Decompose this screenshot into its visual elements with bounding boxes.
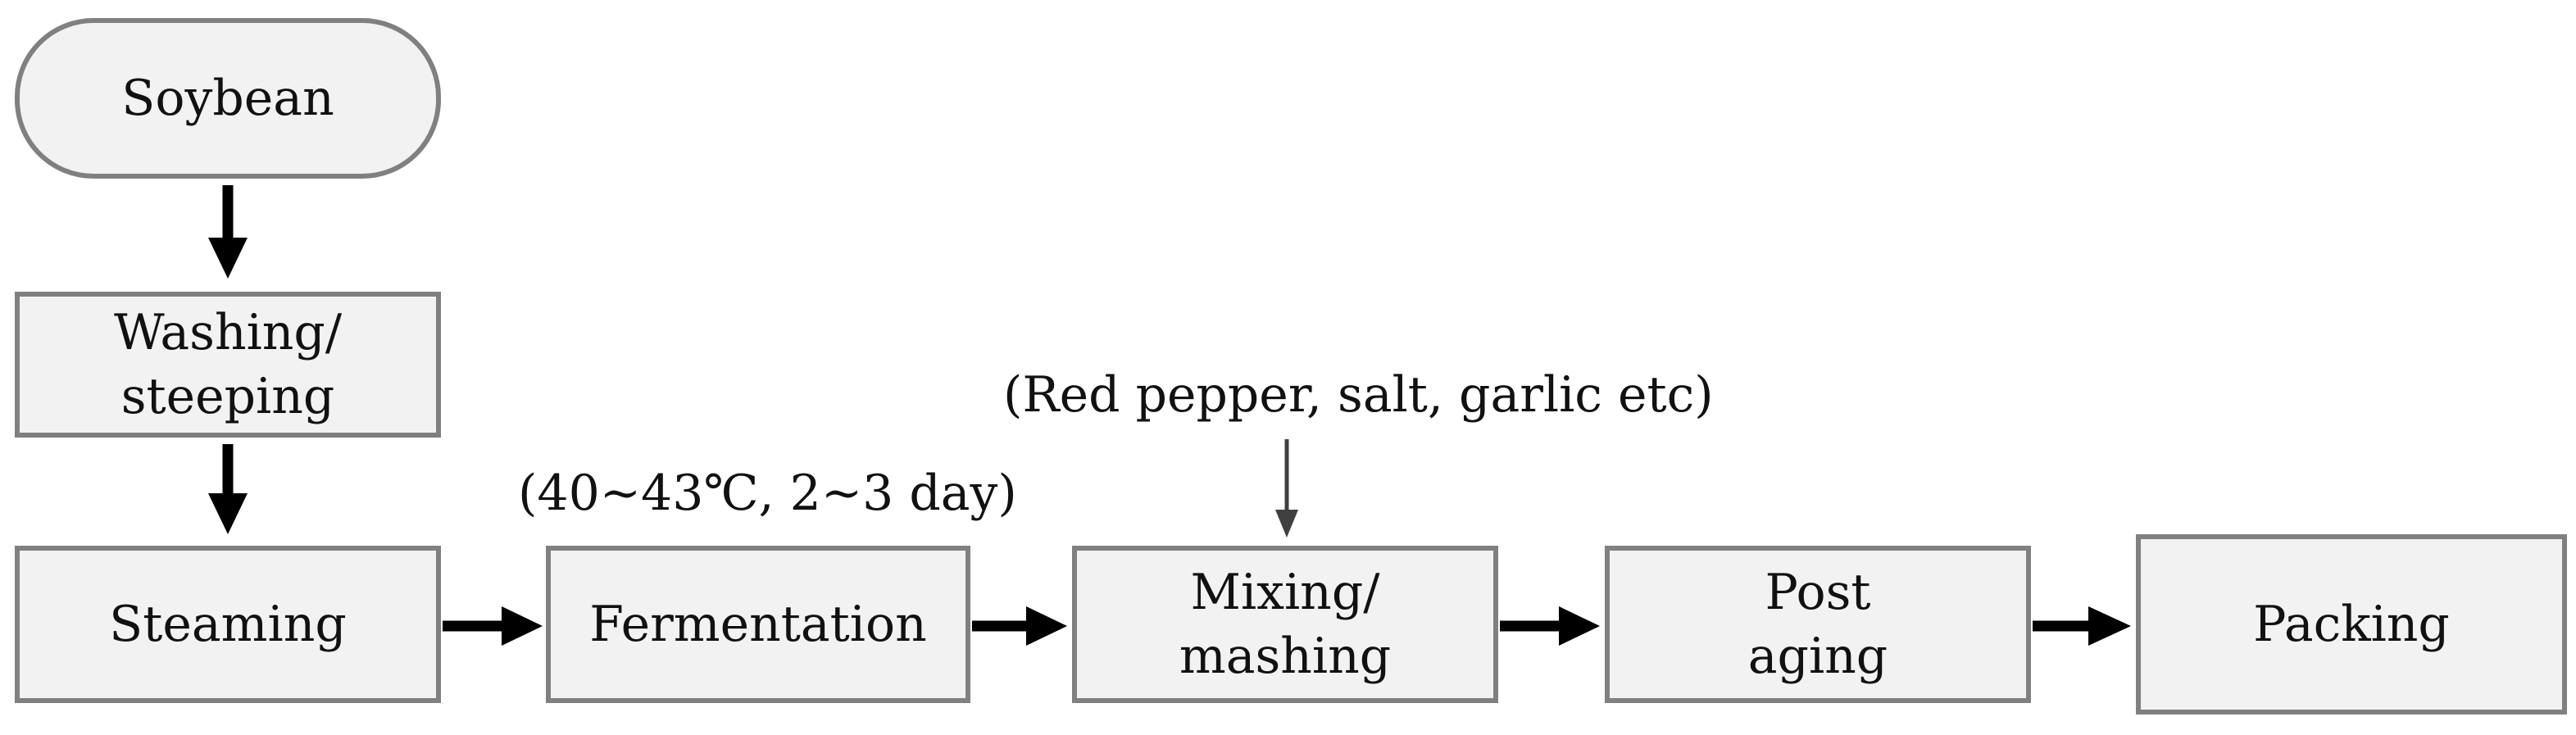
steaming-node: Steaming	[15, 546, 441, 703]
arrow-post-aging-to-packing	[2033, 606, 2131, 646]
arrow-mixing-to-post-aging	[1500, 606, 1600, 646]
packing-label: Packing	[2253, 596, 2450, 653]
arrow-additives-to-mixing	[1275, 439, 1298, 538]
fermentation-label: Fermentation	[589, 596, 927, 653]
arrow-soybean-to-washing	[208, 185, 248, 279]
packing-node: Packing	[2136, 534, 2567, 715]
arrow-washing-to-steaming	[208, 444, 248, 534]
mixing-mashing-node: Mixing/ mashing	[1072, 546, 1498, 703]
washing-steeping-node: Washing/ steeping	[15, 292, 441, 438]
soybean-label: Soybean	[121, 70, 334, 127]
fermentation-conditions-note: (40~43℃, 2~3 day)	[518, 465, 1017, 522]
fermentation-node: Fermentation	[546, 546, 970, 703]
additives-note: (Red pepper, salt, garlic etc)	[1003, 366, 1714, 424]
arrow-steaming-to-fermentation	[443, 606, 543, 646]
post-aging-node: Post aging	[1605, 546, 2031, 703]
post-aging-label: Post aging	[1747, 564, 1888, 685]
arrow-fermentation-to-mixing	[972, 606, 1067, 646]
soybean-node: Soybean	[15, 18, 441, 179]
steaming-label: Steaming	[109, 596, 347, 653]
mixing-mashing-label: Mixing/ mashing	[1179, 564, 1392, 685]
washing-steeping-label: Washing/ steeping	[113, 304, 343, 425]
